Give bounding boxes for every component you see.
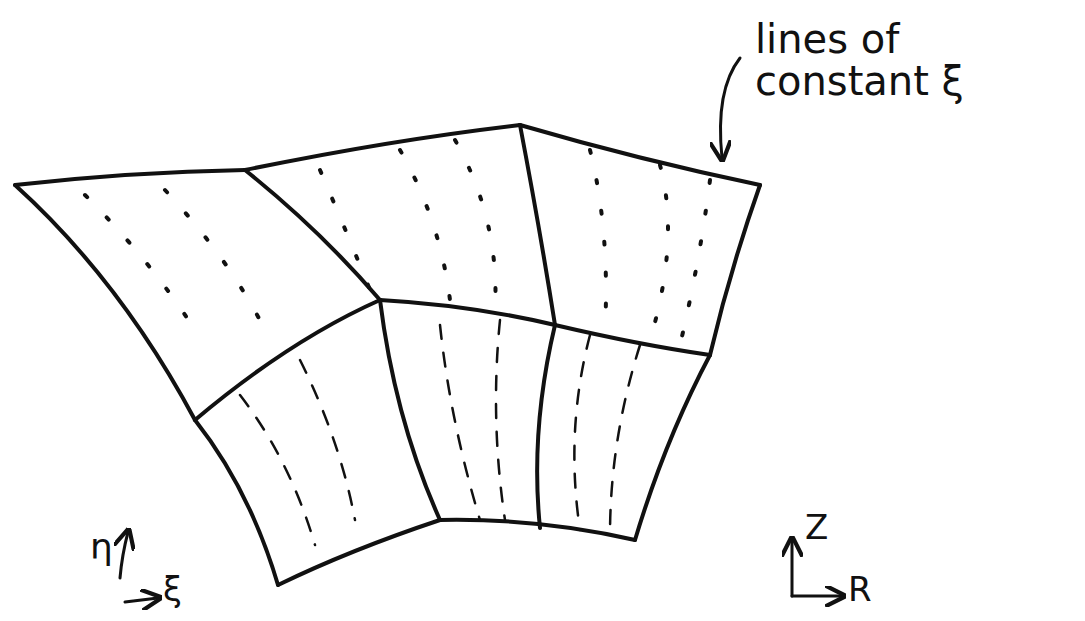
xi-arrow [125,598,158,602]
mesh-edge [380,300,710,355]
mesh-edge [15,185,195,420]
mesh-edge [710,185,760,355]
mesh-edge [520,125,555,325]
mesh-edge [520,125,760,185]
arrows [120,58,842,602]
mesh-edge [195,300,380,420]
z-axis [791,540,794,596]
dotted-lines [85,140,710,345]
axis-label: ξ [163,572,203,608]
mesh-edge [537,325,555,528]
mesh-edge [380,300,440,520]
mesh-edge [245,170,380,300]
callout-note: lines of constant ξ [755,18,1055,102]
dashed-lines [240,320,640,545]
r-axis [792,595,842,598]
eta-arrow [120,532,128,578]
mesh-edge [278,520,440,585]
mesh-edge [195,420,278,585]
leader-arrow [720,58,740,158]
mesh-lines [15,125,760,585]
mesh-edge [635,355,710,540]
mesh-edge [15,170,245,185]
mesh-edge [245,125,520,170]
axis-label: Z [805,510,845,546]
axis-label: R [848,572,888,608]
axis-label: η [90,528,130,566]
